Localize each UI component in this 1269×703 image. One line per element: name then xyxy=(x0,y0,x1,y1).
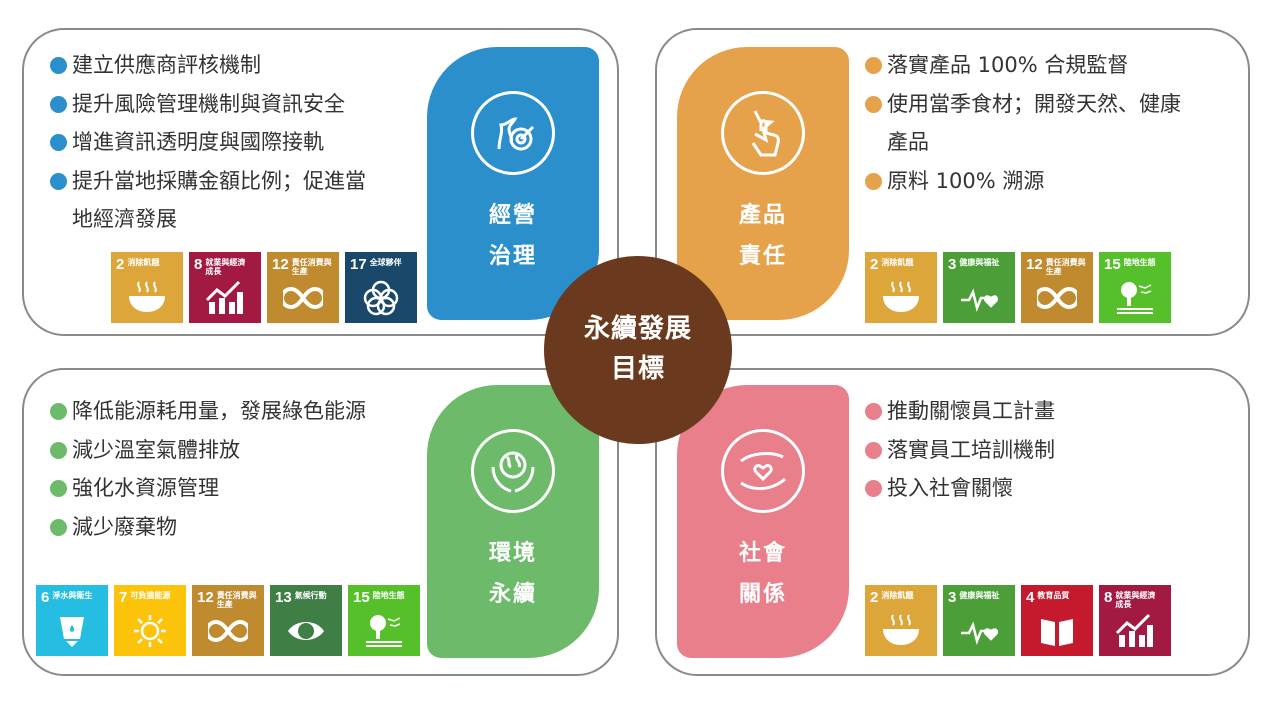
sdg-title: 責任消費與生產 xyxy=(1045,258,1086,276)
goal-item: 原料 100% 溯源 xyxy=(865,162,1181,201)
sdg-number: 4 xyxy=(1026,589,1035,606)
sdg-title: 氣候行動 xyxy=(294,591,327,600)
sdg-number: 6 xyxy=(41,589,50,606)
environment-category-label: 環境永續 xyxy=(489,533,537,615)
goal-item: 提升風險管理機制與資訊安全 xyxy=(50,85,366,124)
heart-hands-icon xyxy=(721,429,805,513)
sdg-number: 13 xyxy=(275,589,292,606)
sdg-number: 17 xyxy=(350,256,367,273)
sdg-number: 7 xyxy=(119,589,128,606)
sdg-title: 責任消費與生產 xyxy=(216,591,257,609)
goal-item: 落實員工培訓機制 xyxy=(865,431,1055,470)
social-category-tab: 社會關係 xyxy=(677,385,849,658)
sdg-title: 淨水與衛生 xyxy=(52,591,93,600)
category-label-line1: 環境 xyxy=(488,541,537,566)
sdg-title: 消除飢餓 xyxy=(881,591,914,600)
category-label-line2: 關係 xyxy=(738,582,787,607)
category-label-line2: 責任 xyxy=(738,244,787,269)
sdg-number: 2 xyxy=(116,256,125,273)
goal-item: 強化水資源管理 xyxy=(50,469,366,508)
sdg-number: 3 xyxy=(948,589,957,606)
goal-item: 落實產品 100% 合規監督 xyxy=(865,46,1181,85)
sdg-title: 陸地生態 xyxy=(372,591,405,600)
product-goal-list: 落實產品 100% 合規監督使用當季食材；開發天然、健康產品原料 100% 溯源 xyxy=(865,46,1181,200)
sdg-number: 12 xyxy=(1026,256,1043,273)
sdg-title: 教育品質 xyxy=(1037,591,1070,600)
center-title: 永續發展目標 xyxy=(544,256,732,444)
environment-goal-list: 降低能源耗用量，發展綠色能源減少溫室氣體排放強化水資源管理減少廢棄物 xyxy=(50,392,366,546)
governance-goal-list: 建立供應商評核機制提升風險管理機制與資訊安全增進資訊透明度與國際接軌提升當地採購… xyxy=(50,46,366,239)
category-label-line1: 經營 xyxy=(488,203,537,228)
sdg-title: 就業與經濟成長 xyxy=(1115,591,1156,609)
goal-item: 推動關懷員工計畫 xyxy=(865,392,1055,431)
goal-item: 投入社會關懷 xyxy=(865,469,1055,508)
sdg-title: 全球夥伴 xyxy=(369,258,402,267)
sdg-title: 消除飢餓 xyxy=(127,258,160,267)
sdg-number: 12 xyxy=(272,256,289,273)
category-label-line1: 社會 xyxy=(738,541,787,566)
star-hand-icon xyxy=(721,91,805,175)
sdg-number: 2 xyxy=(870,589,879,606)
sdg-title: 健康與福祉 xyxy=(959,591,1000,600)
social-goal-list: 推動關懷員工計畫落實員工培訓機制投入社會關懷 xyxy=(865,392,1055,508)
sdg-title: 陸地生態 xyxy=(1123,258,1156,267)
product-category-tab: 產品責任 xyxy=(677,47,849,320)
sdg-number: 8 xyxy=(194,256,203,273)
goal-item: 產品 xyxy=(887,130,929,154)
center-title-line2: 目標 xyxy=(610,354,665,384)
goal-item: 使用當季食材；開發天然、健康 xyxy=(865,85,1181,124)
category-label-line1: 產品 xyxy=(738,203,787,228)
goal-item: 地經濟發展 xyxy=(72,207,177,231)
goal-item: 增進資訊透明度與國際接軌 xyxy=(50,123,366,162)
sdg-title: 責任消費與生產 xyxy=(291,258,332,276)
social-category-label: 社會關係 xyxy=(739,533,787,615)
globe-hands-icon xyxy=(471,429,555,513)
category-label-line2: 治理 xyxy=(488,244,537,269)
sdg-title: 健康與福祉 xyxy=(959,258,1000,267)
category-label-line2: 永續 xyxy=(488,582,537,607)
sdg-number: 15 xyxy=(1104,256,1121,273)
center-title-line1: 永續發展 xyxy=(583,314,692,344)
goal-item: 降低能源耗用量，發展綠色能源 xyxy=(50,392,366,431)
sdg-title: 就業與經濟成長 xyxy=(205,258,246,276)
goal-item: 減少廢棄物 xyxy=(50,508,366,547)
goal-item: 建立供應商評核機制 xyxy=(50,46,366,85)
sdg-title: 消除飢餓 xyxy=(881,258,914,267)
sdg-number: 8 xyxy=(1104,589,1113,606)
governance-category-tab: 經營治理 xyxy=(427,47,599,320)
governance-category-label: 經營治理 xyxy=(489,195,537,277)
horse-target-icon xyxy=(471,91,555,175)
environment-category-tab: 環境永續 xyxy=(427,385,599,658)
sdg-number: 2 xyxy=(870,256,879,273)
goal-item: 提升當地採購金額比例；促進當 xyxy=(50,162,366,201)
sdg-number: 15 xyxy=(353,589,370,606)
sdg-number: 3 xyxy=(948,256,957,273)
sdg-number: 12 xyxy=(197,589,214,606)
sdg-title: 可負擔能源 xyxy=(130,591,171,600)
goal-item: 減少溫室氣體排放 xyxy=(50,431,366,470)
product-category-label: 產品責任 xyxy=(739,195,787,277)
